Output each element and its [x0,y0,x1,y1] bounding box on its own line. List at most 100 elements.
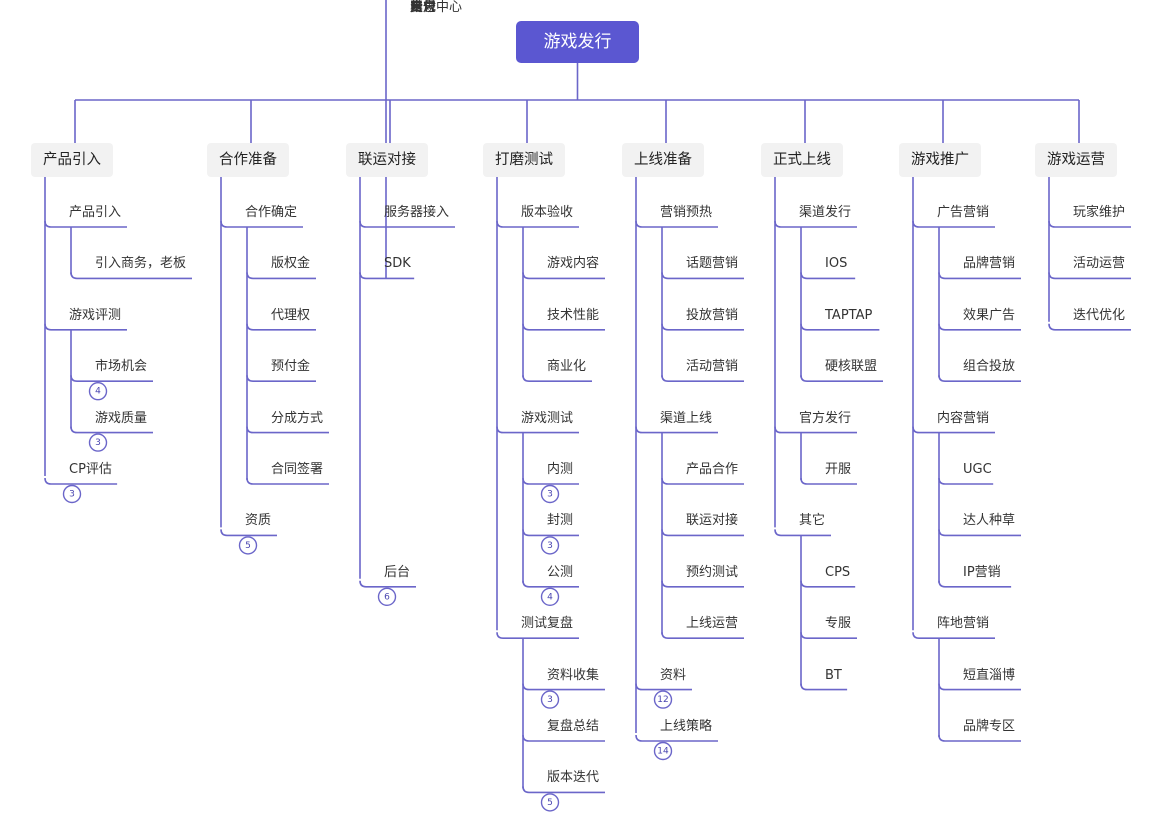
leaf-node[interactable]: 引入商务，老板 [95,256,187,272]
count-badge[interactable]: 3 [88,433,108,452]
leaf-node[interactable]: TAPTAP [825,307,873,323]
leaf-node[interactable]: 资料收集 [547,667,600,683]
child-node[interactable]: 其它 [799,513,826,529]
svg-text:14: 14 [657,747,669,757]
child-node[interactable]: SDK [384,256,411,272]
leaf-node[interactable]: 内测 [547,462,574,477]
count-badge[interactable]: 4 [88,382,108,401]
leaf-node[interactable]: 技术性能 [547,307,600,323]
leaf-node[interactable]: 复盘总结 [547,719,600,734]
child-node[interactable]: 产品引入 [69,205,122,220]
child-node[interactable]: 后台 [384,564,411,580]
svg-text:4: 4 [547,592,553,602]
svg-text:5: 5 [245,541,251,551]
category-node[interactable]: 打磨测试 [483,143,565,177]
count-badge[interactable]: 4 [540,587,560,606]
svg-text:12: 12 [657,695,668,705]
category-node[interactable]: 上线准备 [622,143,704,177]
category-node[interactable]: 产品引入 [31,143,113,177]
child-node[interactable]: 迭代优化 [1073,307,1126,323]
child-node[interactable]: 资质 [245,513,272,529]
svg-text:4: 4 [95,387,101,397]
child-node[interactable]: 玩家维护 [1073,205,1126,220]
leaf-node[interactable]: 产品合作 [686,462,739,477]
category-node[interactable]: 正式上线 [761,143,843,177]
child-node[interactable]: 官方发行 [799,410,852,426]
leaf-node[interactable]: 合规 [410,0,437,15]
leaf-node[interactable]: 品牌营销 [963,256,1016,272]
leaf-node[interactable]: 其它 [410,0,437,15]
svg-text:3: 3 [69,490,75,500]
child-node[interactable]: 资料 [660,667,687,683]
count-badge[interactable]: 14 [653,741,673,761]
leaf-node[interactable]: 封测 [547,513,574,529]
leaf-node[interactable]: 版本迭代 [547,770,600,786]
child-node[interactable]: 测试复盘 [521,616,574,632]
child-node[interactable]: 营销预热 [660,205,713,220]
child-node[interactable]: 阵地营销 [937,616,990,632]
leaf-node[interactable]: 合同签署 [271,462,324,477]
count-badge[interactable]: 3 [62,484,82,504]
leaf-node[interactable]: 联运对接 [686,513,739,529]
leaf-node[interactable]: BT [825,667,842,683]
leaf-node[interactable]: 组合投放 [963,359,1016,375]
leaf-node[interactable]: 商业化 [547,359,587,375]
root-node[interactable]: 游戏发行 [516,21,639,63]
leaf-node[interactable]: 话题营销 [686,256,739,272]
leaf-node[interactable]: 游戏内容 [547,256,600,272]
leaf-node[interactable]: 支付 [410,0,437,15]
leaf-node[interactable]: 效果广告 [963,307,1016,323]
leaf-node[interactable]: 代理权 [271,307,311,323]
leaf-node[interactable]: 分成方式 [271,410,324,426]
leaf-node[interactable]: 活动营销 [686,359,739,375]
child-node[interactable]: 游戏测试 [521,410,574,426]
leaf-node[interactable]: 预约测试 [686,564,739,580]
category-node[interactable]: 游戏推广 [899,143,981,177]
svg-text:3: 3 [547,541,553,551]
category-node[interactable]: 游戏运营 [1035,143,1117,177]
count-badge[interactable]: 3 [540,690,560,709]
leaf-node[interactable]: 达人种草 [963,513,1016,529]
child-node[interactable]: 活动运营 [1073,256,1126,272]
child-node[interactable]: 内容营销 [937,410,990,426]
category-node[interactable]: 合作准备 [207,143,289,177]
svg-text:5: 5 [547,798,553,808]
leaf-node[interactable]: IP营销 [963,564,1001,580]
leaf-node[interactable]: 账号 [410,0,437,15]
child-node[interactable]: 服务器接入 [384,205,450,220]
leaf-node[interactable]: 投放营销 [686,307,739,323]
leaf-node[interactable]: 市场机会 [95,359,148,375]
category-node[interactable]: 联运对接 [346,143,428,177]
leaf-node[interactable]: 公测 [547,564,574,580]
count-badge[interactable]: 3 [540,484,560,504]
child-node[interactable]: 渠道发行 [799,205,852,220]
child-node[interactable]: 上线策略 [660,719,713,734]
leaf-node[interactable]: IOS [825,256,848,272]
leaf-node[interactable]: 专服 [825,616,852,632]
child-node[interactable]: 广告营销 [937,205,990,220]
leaf-node[interactable]: 短直淄博 [963,667,1016,683]
leaf-node[interactable]: 上线运营 [686,616,739,632]
svg-text:6: 6 [384,592,390,602]
child-node[interactable]: CP评估 [69,462,112,477]
child-node[interactable]: 版本验收 [521,205,574,220]
count-badge[interactable]: 5 [238,536,258,555]
leaf-node[interactable]: 用户中心 [410,0,463,15]
child-node[interactable]: 渠道上线 [660,410,713,426]
count-badge[interactable]: 6 [377,587,397,606]
leaf-node[interactable]: 开服 [825,462,852,477]
count-badge[interactable]: 5 [540,793,560,812]
leaf-node[interactable]: 品牌专区 [963,719,1016,734]
leaf-node[interactable]: 版权金 [271,256,311,272]
count-badge[interactable]: 3 [540,536,560,555]
leaf-node[interactable]: UGC [963,462,992,477]
leaf-node[interactable]: 游戏质量 [95,410,148,426]
child-node[interactable]: 游戏评测 [69,307,122,323]
leaf-node[interactable]: 预付金 [271,359,311,375]
leaf-node[interactable]: CPS [825,564,851,580]
child-node[interactable]: 合作确定 [245,205,298,220]
count-badge[interactable]: 12 [653,690,673,709]
leaf-node[interactable]: 硬核联盟 [825,359,878,375]
svg-text:3: 3 [547,490,553,500]
